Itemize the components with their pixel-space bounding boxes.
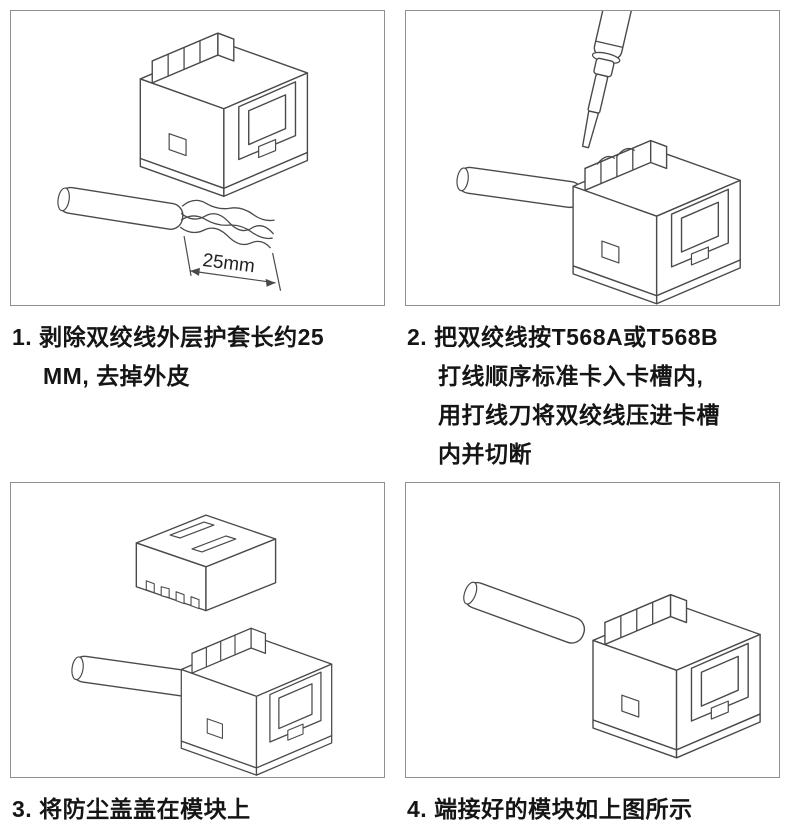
caption-line: 2. 把双绞线按T568A或T568B: [407, 324, 719, 350]
step-1-figure-frame: 25mm: [10, 10, 385, 306]
step-3-illustration: [69, 514, 333, 776]
cable-drawing: [69, 654, 200, 699]
dust-cover-drawing: [135, 514, 277, 612]
step-panel-2: 2. 把双绞线按T568A或T568B 打线顺序标准卡入卡槽内, 用打线刀将双绞…: [405, 10, 780, 482]
step-panel-4: 4. 端接好的模块如上图所示: [405, 482, 780, 837]
step-3-figure-frame: [10, 482, 385, 778]
twisted-pairs-drawing: [179, 199, 275, 249]
cable-drawing: [454, 165, 585, 210]
step-1-illustration: 25mm: [55, 32, 309, 291]
caption-line: 4. 端接好的模块如上图所示: [407, 796, 693, 822]
step-panel-1: 25mm 1. 剥除双绞线外层护套长约25 MM, 去掉外皮: [10, 10, 385, 482]
step-4-illustration: [459, 578, 761, 759]
step-1-caption: 1. 剥除双绞线外层护套长约25 MM, 去掉外皮: [12, 318, 383, 396]
step-2-caption: 2. 把双绞线按T568A或T568B 打线顺序标准卡入卡槽内, 用打线刀将双绞…: [407, 318, 778, 474]
caption-line: 内并切断: [438, 441, 532, 467]
caption-line: MM, 去掉外皮: [43, 363, 191, 389]
keystone-module-drawing: [572, 139, 741, 305]
step-4-figure-frame: [405, 482, 780, 778]
step-2-illustration: [454, 11, 741, 305]
caption-line: 用打线刀将双绞线压进卡槽: [438, 402, 720, 428]
step-panel-3: 3. 将防尘盖盖在模块上: [10, 482, 385, 837]
keystone-module-drawing: [592, 593, 761, 759]
wire-loops-drawing: [596, 147, 636, 165]
caption-line: 1. 剥除双绞线外层护套长约25: [12, 324, 325, 350]
keystone-module-drawing: [180, 627, 333, 776]
caption-line: 3. 将防尘盖盖在模块上: [12, 796, 251, 822]
cable-drawing: [55, 185, 186, 232]
caption-line: 打线顺序标准卡入卡槽内,: [438, 363, 704, 389]
step-3-caption: 3. 将防尘盖盖在模块上: [12, 790, 383, 829]
punch-down-tool-drawing: [571, 11, 639, 151]
keystone-module-drawing: [139, 32, 309, 197]
step-4-caption: 4. 端接好的模块如上图所示: [407, 790, 778, 829]
step-2-figure-frame: [405, 10, 780, 306]
cable-drawing: [459, 578, 589, 648]
